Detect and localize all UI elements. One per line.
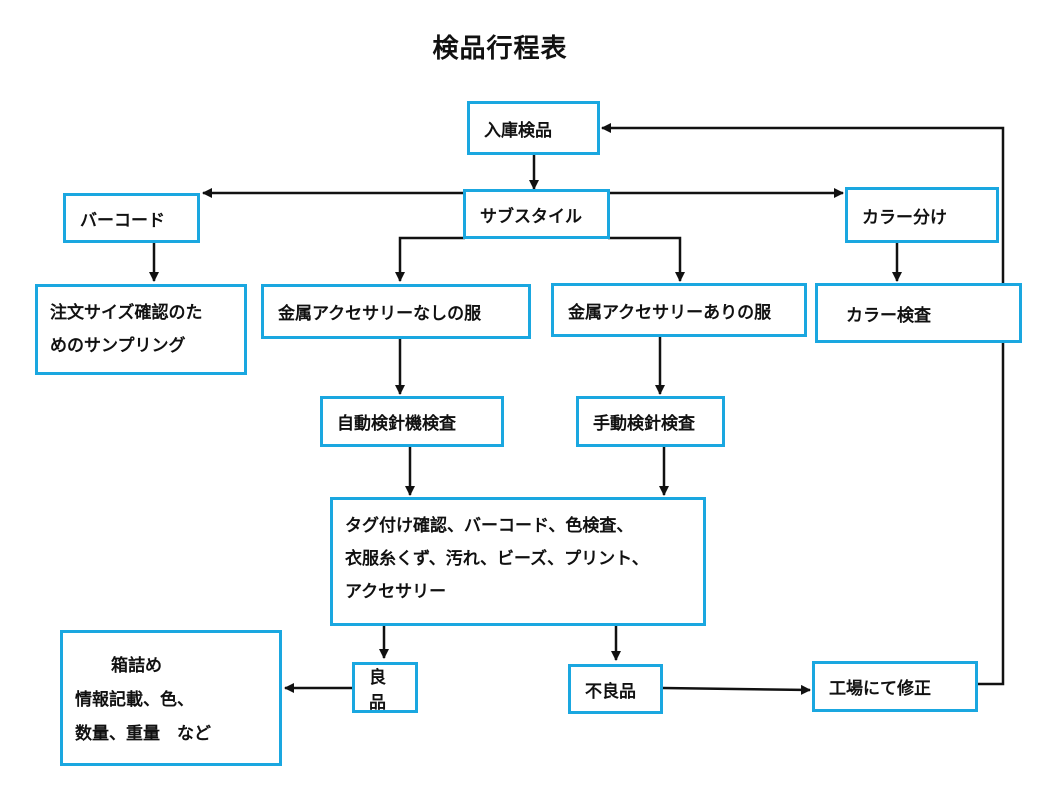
node-color-check-label: カラー検査 (846, 305, 931, 326)
node-receiving: 入庫検品 (467, 101, 600, 155)
arrow-fix-to-receiving (601, 123, 1005, 686)
node-color-check: カラー検査 (815, 283, 1022, 343)
node-color-sort-label: カラー分け (862, 207, 947, 228)
node-receiving-label: 入庫検品 (484, 120, 552, 141)
arrow-defective-to-fix (662, 684, 811, 695)
node-good-label: 良品 (369, 667, 386, 713)
node-packing-line-3: 数量、重量 など (75, 724, 211, 744)
node-main-checks-line-1: タグ付け確認、バーコード、色検査、 (345, 516, 634, 536)
node-substyle-label: サブスタイル (480, 206, 582, 227)
node-manual-needle-label: 手動検針検査 (593, 414, 695, 434)
node-barcode-label: バーコード (80, 210, 165, 231)
node-auto-needle-label: 自動検針機検査 (337, 414, 456, 434)
node-order-size-check: 注文サイズ確認のた めのサンプリング (35, 284, 247, 375)
node-factory-fix: 工場にて修正 (812, 661, 978, 712)
node-with-metal: 金属アクセサリーありの服 (551, 283, 807, 337)
node-packing-line-1: 箱詰め (111, 656, 162, 676)
node-order-size-check-line-1: 注文サイズ確認のた (50, 303, 203, 323)
node-main-checks: タグ付け確認、バーコード、色検査、 衣服糸くず、汚れ、ビーズ、プリント、 アクセ… (330, 497, 706, 626)
node-with-metal-label: 金属アクセサリーありの服 (568, 302, 772, 323)
node-manual-needle: 手動検針検査 (576, 396, 725, 447)
node-factory-fix-label: 工場にて修正 (829, 679, 931, 699)
node-packing-line-2: 情報記載、色、 (75, 690, 194, 710)
node-auto-needle: 自動検針機検査 (320, 396, 504, 447)
node-no-metal: 金属アクセサリーなしの服 (261, 284, 531, 339)
diagram-title: 検品行程表 (432, 34, 568, 64)
node-main-checks-line-2: 衣服糸くず、汚れ、ビーズ、プリント、 (345, 549, 649, 569)
node-barcode: バーコード (63, 193, 200, 243)
node-no-metal-label: 金属アクセサリーなしの服 (278, 304, 482, 324)
node-main-checks-line-3: アクセサリー (345, 582, 447, 602)
node-packing: 箱詰め 情報記載、色、 数量、重量 など (60, 630, 282, 766)
node-defective: 不良品 (568, 664, 663, 714)
arrow-substyle-to-no-metal (395, 236, 465, 282)
node-order-size-check-line-2: めのサンプリング (50, 336, 186, 356)
arrow-substyle-to-with-metal (608, 236, 685, 282)
node-color-sort: カラー分け (845, 187, 999, 243)
node-defective-label: 不良品 (585, 681, 636, 702)
node-good: 良品 (352, 662, 418, 713)
node-substyle: サブスタイル (463, 189, 610, 239)
